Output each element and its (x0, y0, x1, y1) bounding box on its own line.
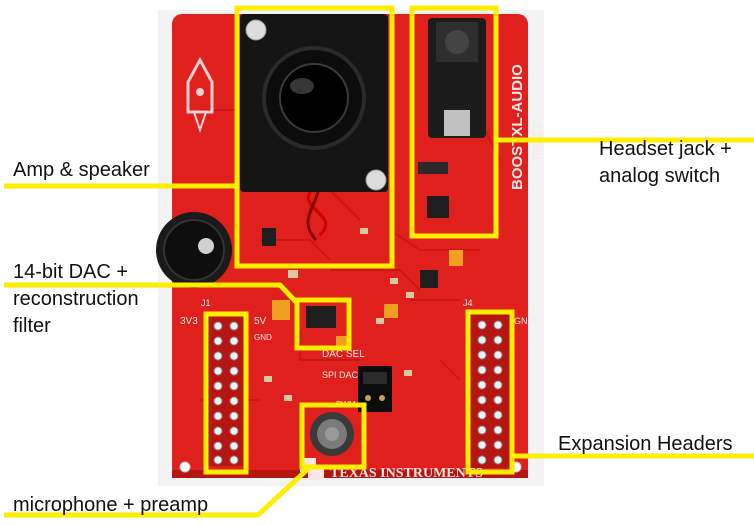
speaker-highlight-box (234, 5, 395, 269)
left-header-highlight-box (203, 311, 249, 475)
dac-highlight-box (294, 297, 352, 351)
callout-dac-filter: 14-bit DAC + reconstruction filter (13, 261, 139, 337)
callout-mic-preamp: microphone + preamp (13, 494, 209, 516)
3v3-silkscreen: 3V3 (180, 316, 198, 327)
right-header-highlight-box (465, 309, 515, 475)
callout-amp-speaker: Amp & speaker (13, 159, 150, 181)
callout-expansion-headers: Expansion Headers (558, 433, 733, 455)
potentiometer-knob (156, 212, 232, 288)
dac-leader-line (4, 282, 299, 305)
spi-dac-silkscreen: SPI DAC (322, 370, 359, 380)
mic-highlight-box (299, 402, 367, 470)
left-header-pins (208, 316, 244, 466)
board-name-silkscreen: BOOSTXL-AUDIO (509, 64, 526, 190)
gnd-left-silkscreen: GND (254, 333, 272, 342)
5v-silkscreen: 5V (254, 316, 267, 327)
leader-lines (4, 137, 754, 518)
microphone (310, 412, 354, 456)
right-header-pins (470, 314, 510, 468)
dac-sel-silkscreen: DAC SEL (322, 349, 365, 360)
speaker (240, 14, 388, 241)
audio-jack (428, 18, 486, 138)
highlight-boxes (203, 5, 515, 475)
headset-jack-highlight-box (409, 5, 499, 239)
callout-headset-jack: Headset jack + analog switch (599, 138, 732, 187)
manufacturer-name: TEXAS INSTRUMENTS (330, 466, 483, 481)
rocket-logo-icon (186, 56, 214, 134)
j4-silkscreen: J4 (463, 298, 473, 308)
mic-leader-line (4, 465, 312, 518)
gnd-right-silkscreen: GND (514, 316, 535, 326)
j1-silkscreen: J1 (201, 298, 211, 308)
